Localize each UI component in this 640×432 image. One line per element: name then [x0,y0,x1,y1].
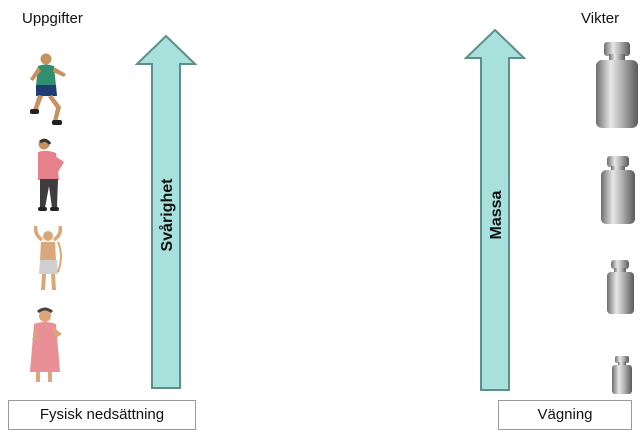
difficulty-arrow-label: Svårighet [159,178,176,252]
right-caption: Vägning [498,400,632,430]
weight-large-icon [596,42,638,128]
right-heading: Vikter [581,10,620,27]
running-person-icon [30,53,66,125]
left-heading: Uppgifter [22,10,83,27]
person-holding-back-icon [38,138,64,211]
mass-arrow-icon [464,28,526,391]
person-stretching-icon [33,225,63,290]
difficulty-arrow-icon [135,34,197,389]
weight-medium-small-icon [607,260,634,314]
left-caption: Fysisk nedsättning [8,400,196,430]
weight-medium-large-icon [601,156,635,224]
mass-arrow-label: Massa [488,190,505,240]
person-in-robe-icon [30,307,62,382]
weight-small-icon [612,356,632,394]
